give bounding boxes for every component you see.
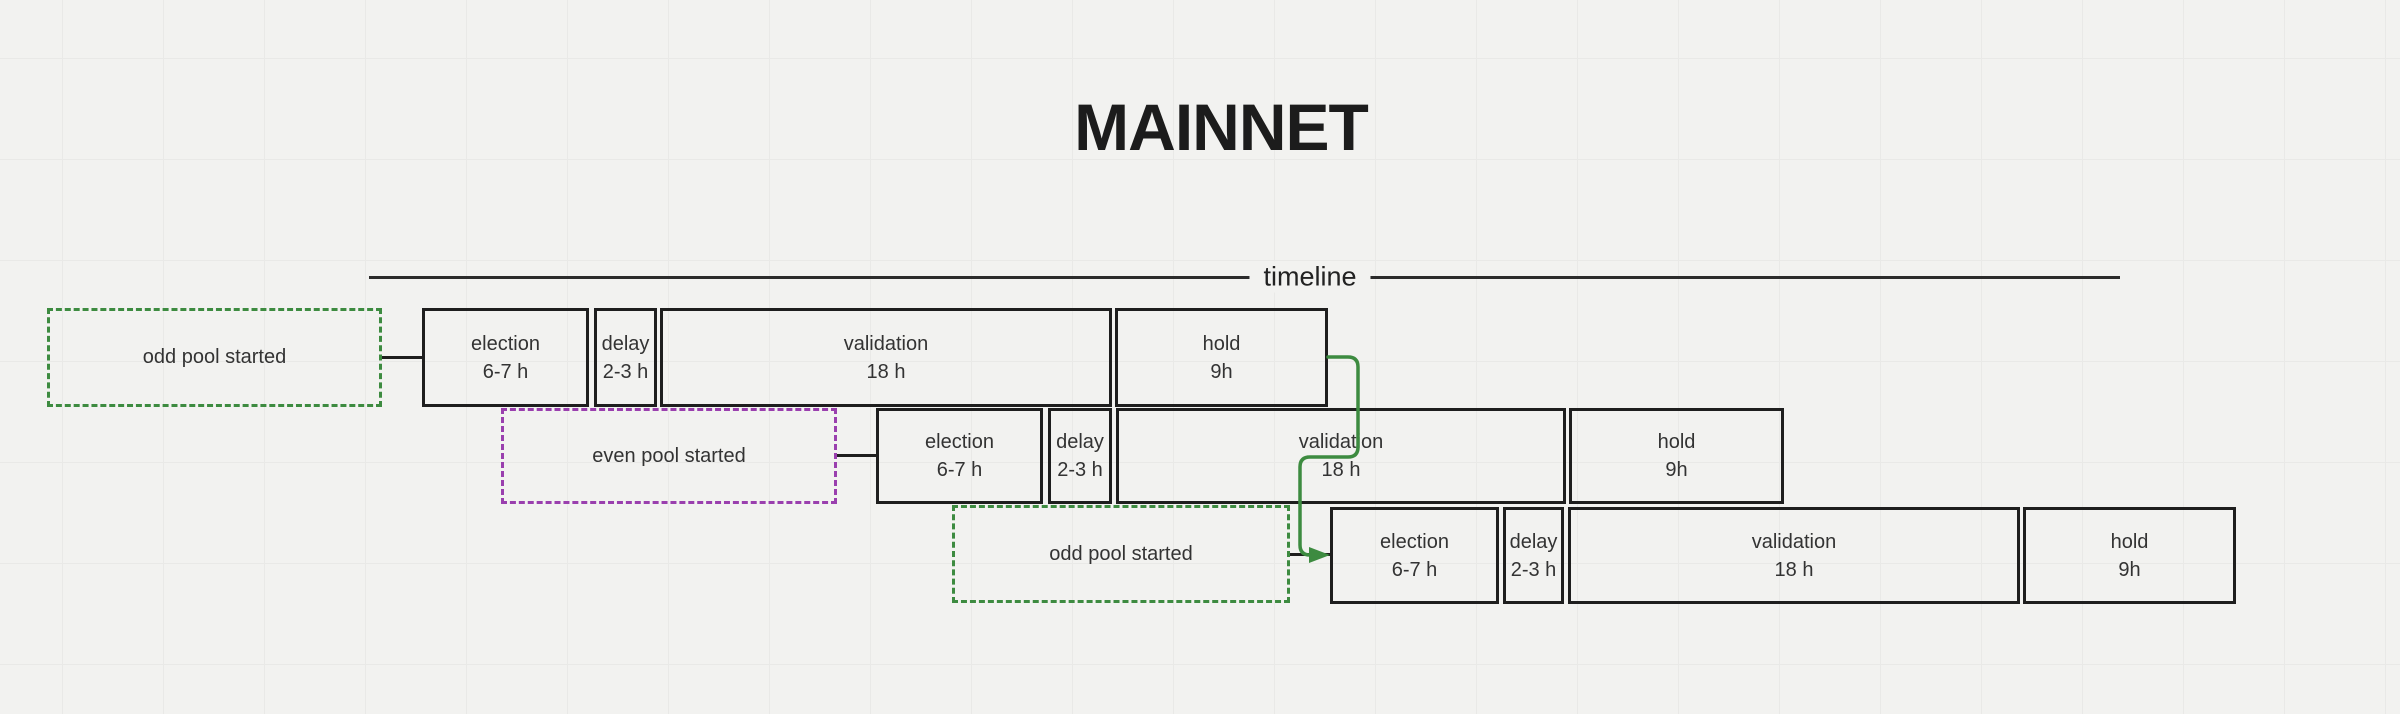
validation-box-row2: validation 18 h	[1116, 408, 1566, 504]
timeline-axis-label: timeline	[1249, 261, 1371, 293]
phase-name: delay	[1056, 431, 1104, 453]
delay-box-row1: delay 2-3 h	[594, 308, 657, 407]
phase-name: hold	[1202, 332, 1241, 355]
phase-name: hold	[2110, 530, 2149, 553]
even-pool-started-label-row2: even pool started	[592, 444, 746, 467]
phase-duration: 6-7 h	[1391, 558, 1438, 581]
phase-name: hold	[1657, 431, 1696, 453]
odd-pool-started-box-row1: odd pool started	[47, 308, 382, 407]
phase-duration: 6-7 h	[936, 459, 983, 481]
phase-duration: 2-3 h	[602, 360, 649, 383]
phase-duration: 6-7 h	[482, 360, 529, 383]
phase-name: validation	[1298, 431, 1384, 453]
election-box-row2: election 6-7 h	[876, 408, 1043, 504]
hold-box-row3: hold 9h	[2023, 507, 2236, 604]
phase-name: delay	[601, 332, 650, 355]
validation-box-row1: validation 18 h	[660, 308, 1112, 407]
phase-duration: 9h	[1665, 459, 1688, 481]
election-box-row1: election 6-7 h	[422, 308, 589, 407]
phase-name: delay	[1509, 530, 1558, 553]
phase-duration: 2-3 h	[1057, 459, 1103, 481]
phase-duration: 18 h	[1321, 459, 1361, 481]
phase-name: validation	[1751, 530, 1837, 553]
phase-name: election	[471, 332, 540, 355]
election-box-row3: election 6-7 h	[1330, 507, 1499, 604]
hold-box-row2: hold 9h	[1569, 408, 1784, 504]
odd-pool-started-label-row1: odd pool started	[142, 346, 287, 368]
even-pool-started-box-row2: even pool started	[501, 408, 837, 504]
connector-stub-row1	[382, 356, 422, 359]
validation-box-row3: validation 18 h	[1568, 507, 2020, 604]
phase-name: validation	[843, 332, 929, 355]
timeline-axis-line	[369, 276, 2120, 279]
connector-stub-row2	[837, 454, 876, 457]
phase-duration: 2-3 h	[1510, 558, 1557, 581]
odd-pool-started-box-row3: odd pool started	[952, 505, 1290, 603]
delay-box-row2: delay 2-3 h	[1048, 408, 1112, 504]
diagram-title: MAINNET	[1074, 90, 1369, 164]
phase-duration: 9h	[1210, 360, 1233, 383]
phase-name: election	[925, 431, 994, 453]
phase-name: election	[1380, 530, 1449, 553]
phase-duration: 18 h	[866, 360, 906, 383]
hold-box-row1: hold 9h	[1115, 308, 1328, 407]
connector-stub-row3	[1290, 553, 1330, 556]
delay-box-row3: delay 2-3 h	[1503, 507, 1564, 604]
odd-pool-started-label-row3: odd pool started	[1049, 542, 1193, 565]
phase-duration: 18 h	[1774, 558, 1814, 581]
phase-duration: 9h	[2118, 558, 2141, 581]
